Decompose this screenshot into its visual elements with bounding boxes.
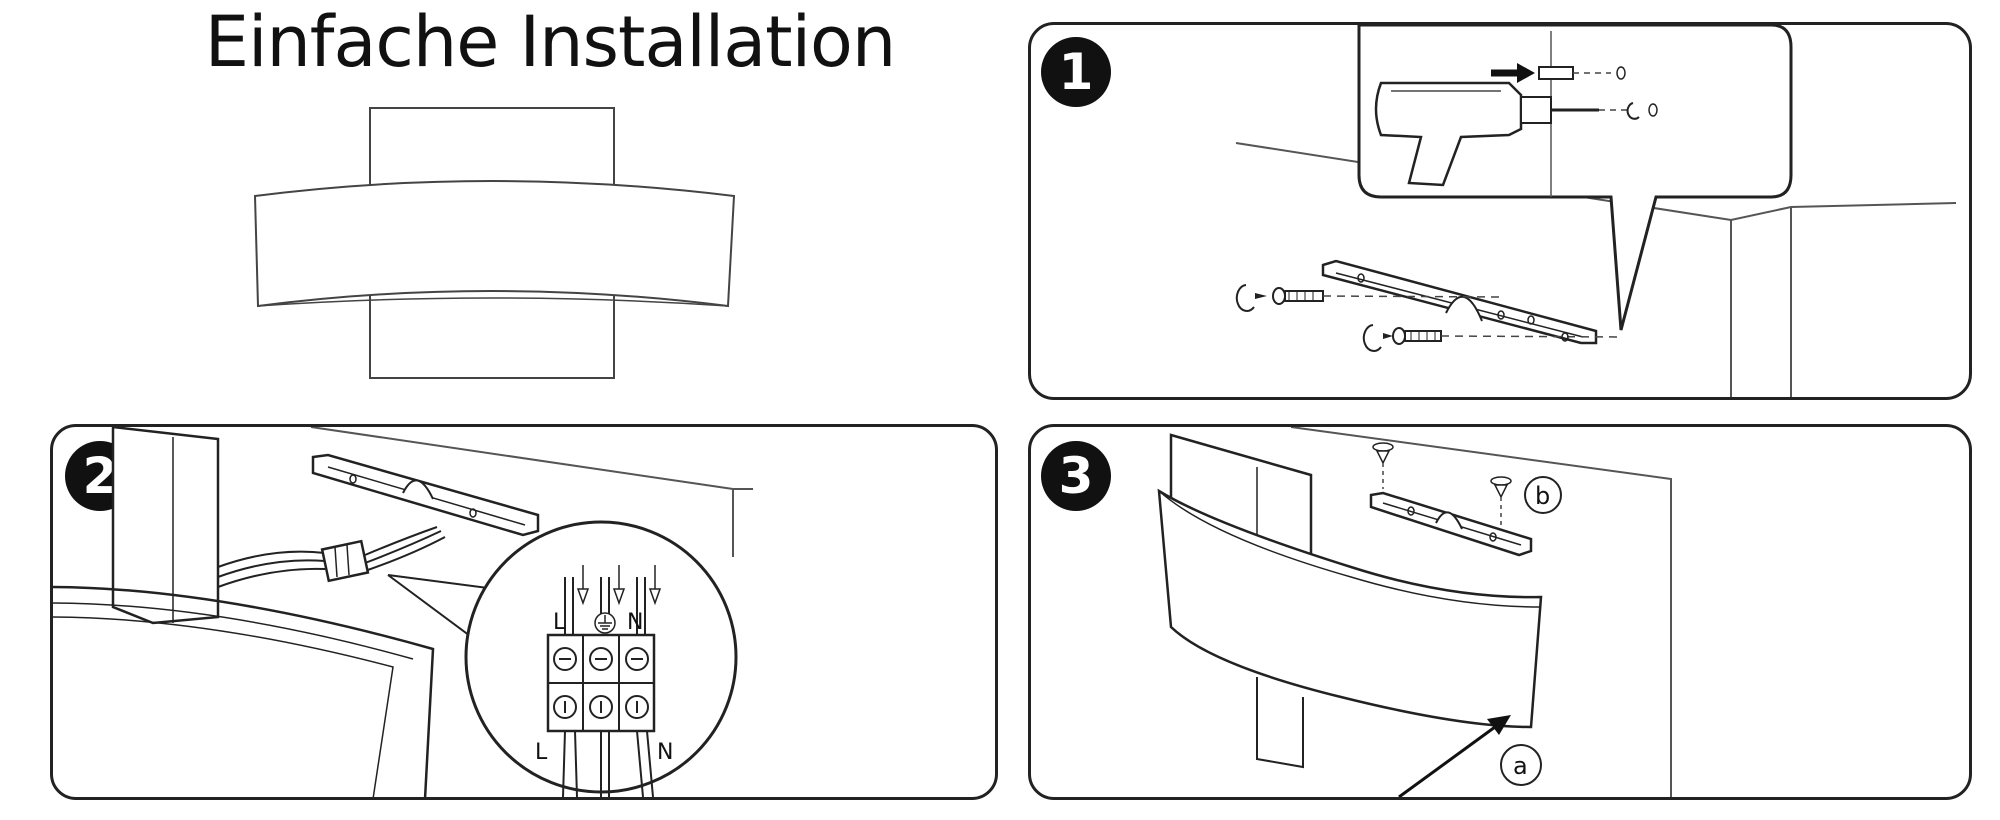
incoming-wires [562, 577, 654, 797]
screw-icon [1392, 327, 1442, 345]
mounting-bracket [1321, 259, 1598, 345]
step-3-badge: 3 [1041, 441, 1111, 511]
step-1-illustration [1235, 25, 1957, 397]
drill-icon [1374, 81, 1599, 187]
hole-mark [1561, 332, 1569, 342]
step-2-panel: 2 [50, 424, 998, 800]
rotate-icon-left [1235, 284, 1255, 312]
lamp-overview-illustration [253, 107, 736, 379]
label-a-circle [1500, 744, 1542, 786]
hole-mark-top [1648, 103, 1658, 117]
lamp-body [53, 427, 435, 797]
screw-path-dash [1322, 295, 1502, 298]
screw-down-icon [1372, 442, 1394, 489]
mounting-bracket [1369, 491, 1533, 557]
label-n-bottom: N [657, 740, 673, 765]
label-l-top: L [553, 610, 566, 635]
push-direction-arrow [1398, 715, 1511, 797]
label-b-circle [1524, 476, 1562, 514]
rotate-icon-right [1362, 324, 1382, 352]
label-a: a [1513, 752, 1528, 780]
lamp-curved-shade [253, 180, 736, 308]
page-title: Einfache Installation [204, 1, 896, 83]
arrow-right-screw [1383, 333, 1393, 339]
step-1-badge: 1 [1041, 37, 1111, 107]
arrow-left-screw [1255, 293, 1267, 299]
screw-down-icon [1490, 476, 1512, 527]
rotate-icon-top [1626, 102, 1640, 120]
step-2-illustration: L N L N [53, 427, 753, 797]
screw-path-dash [1440, 335, 1622, 338]
step-1-panel: 1 [1028, 22, 1972, 400]
insert-direction-arrow [1491, 63, 1535, 83]
wire-bundle [217, 526, 446, 588]
mounting-bracket [311, 453, 540, 537]
screw-icon [1272, 287, 1324, 305]
ground-symbol-icon [594, 612, 616, 634]
lamp-shade-lower-edge [257, 297, 729, 307]
step-3-illustration: b a [1157, 427, 1672, 797]
wall-lines [310, 427, 753, 557]
wall-lines [1290, 427, 1672, 797]
hole-mark [1527, 315, 1535, 325]
terminal-block [546, 633, 656, 733]
label-n-top: N [627, 610, 643, 635]
step-3-panel: 3 [1028, 424, 1972, 800]
label-b: b [1535, 482, 1550, 510]
lamp-body [1157, 433, 1543, 769]
terminal-block-small [320, 539, 370, 583]
wall-plug-icon [1538, 66, 1626, 80]
label-l-bottom: L [535, 740, 548, 765]
insert-arrows [576, 565, 662, 606]
